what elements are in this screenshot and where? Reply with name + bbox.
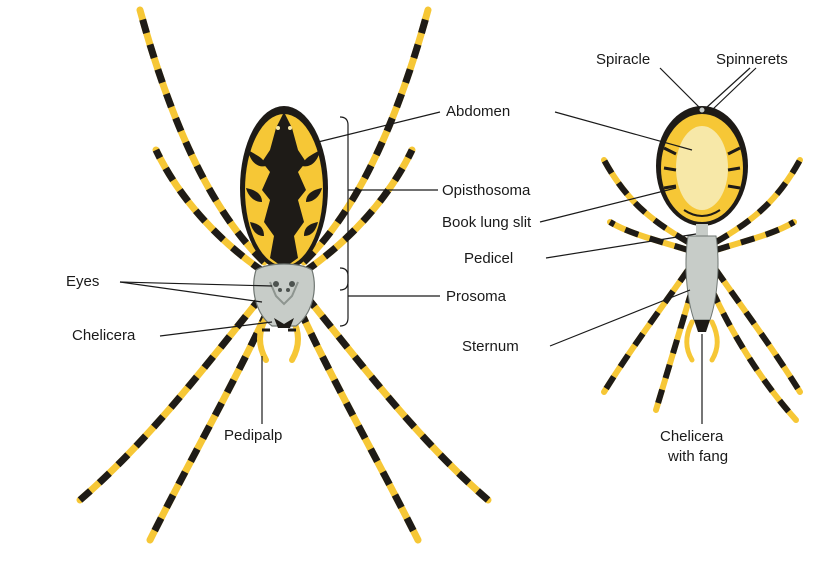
- leader-lines: [120, 68, 756, 424]
- label-pedicel: Pedicel: [464, 250, 513, 267]
- ventral-pedicel: [696, 224, 708, 236]
- label-chelicera-with-fang-line2: with fang: [667, 448, 728, 465]
- label-pedipalp: Pedipalp: [224, 427, 282, 444]
- label-chelicera: Chelicera: [72, 327, 136, 344]
- dorsal-leg-left-4: [150, 310, 268, 540]
- dorsal-abdomen: [240, 106, 328, 270]
- ventral-leg-right-4: [712, 290, 796, 420]
- label-book-lung-slit: Book lung slit: [442, 214, 532, 231]
- label-spinnerets: Spinnerets: [716, 51, 788, 68]
- ventral-sternum: [686, 236, 718, 332]
- label-spiracle: Spiracle: [596, 51, 650, 68]
- label-abdomen: Abdomen: [446, 103, 510, 120]
- dorsal-leg-right-3: [306, 296, 488, 500]
- label-chelicera-with-fang-line1: Chelicera: [660, 428, 724, 445]
- ventral-leg-left-3: [604, 270, 688, 392]
- label-opisthosoma: Opisthosoma: [442, 182, 531, 199]
- label-sternum: Sternum: [462, 338, 519, 355]
- dorsal-leg-right-4: [300, 310, 418, 540]
- ventral-abdomen: [656, 106, 748, 226]
- label-eyes: Eyes: [66, 273, 99, 290]
- label-prosoma: Prosoma: [446, 288, 507, 305]
